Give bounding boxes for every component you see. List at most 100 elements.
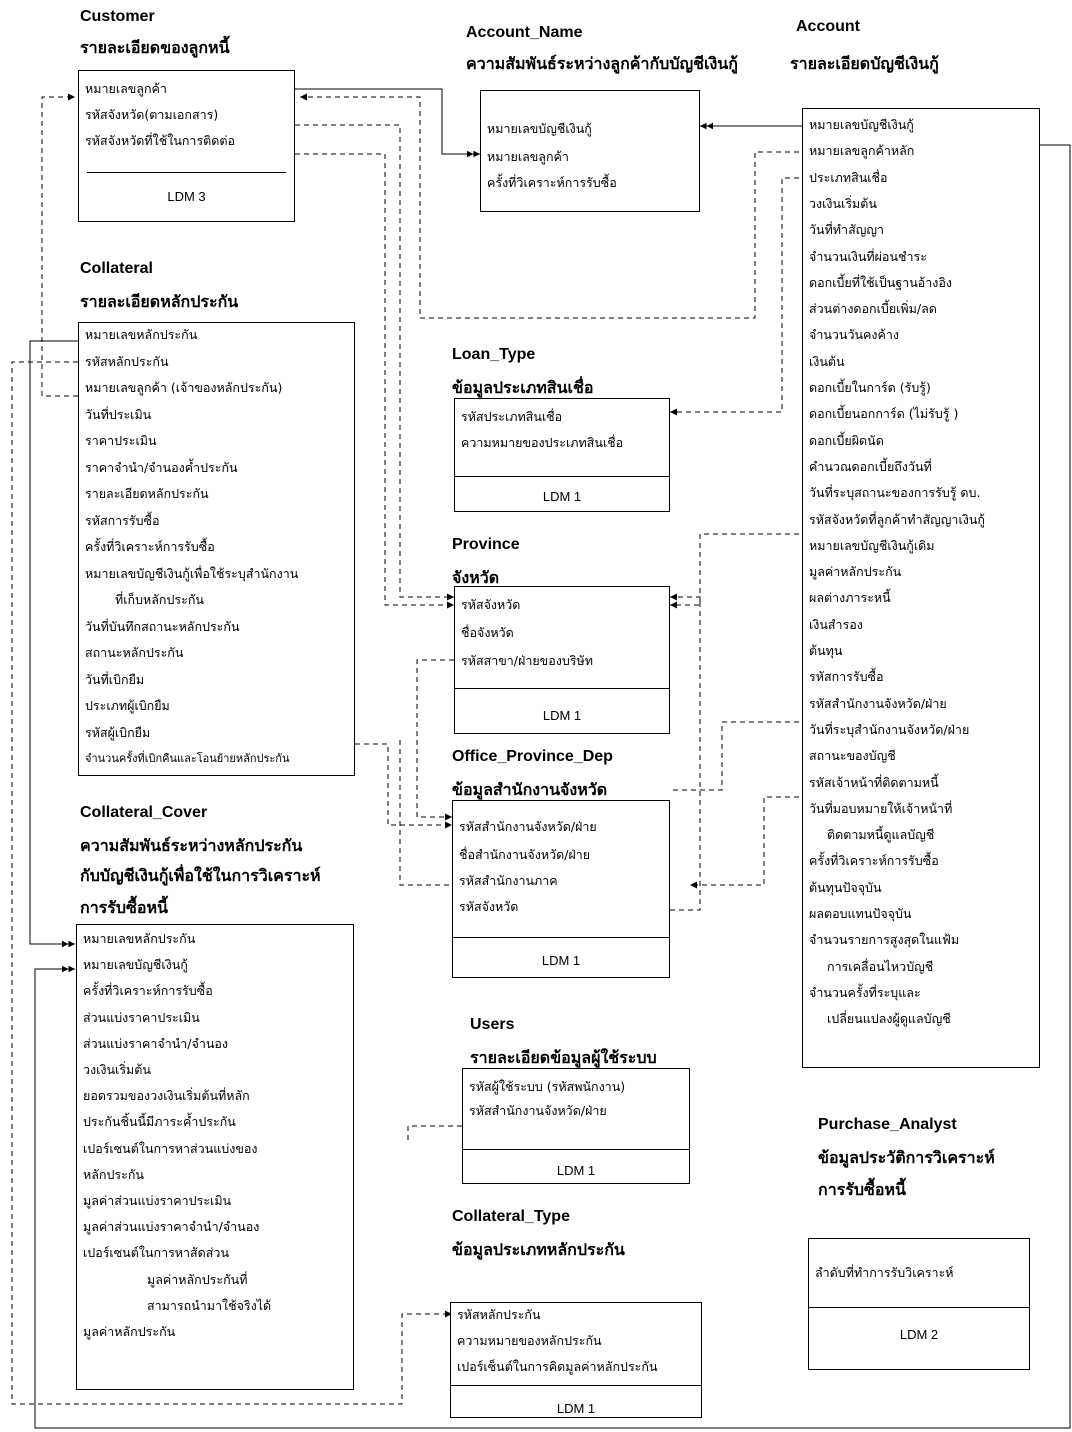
attr: รหัสผู้เบิกยืม (85, 724, 151, 740)
attr: รหัสจังหวัดที่ใช้ในการติดต่อ (85, 133, 236, 148)
attr: จำนวนเงินที่ผ่อนชำระ (809, 248, 927, 264)
entity-desc-office: ข้อมูลสำนักงานจังหวัด (452, 780, 608, 799)
attr: วงเงินเริ่มต้น (809, 195, 877, 211)
entity-desc-collateral-cover-3: การรับซื้อหนี้ (80, 898, 168, 917)
entity-desc-collateral: รายละเอียดหลักประกัน (80, 292, 239, 311)
attr: ดอกเบี้ยในการ์ด (รับรู้) (809, 380, 931, 395)
attr: ส่วนแบ่งราคาจำนำ/จำนอง (83, 1035, 229, 1051)
attr: หมายเลขลูกค้า (85, 81, 167, 96)
entity-box-account-name[interactable]: หมายเลขบัญชีเงินกู้ หมายเลขลูกค้า ครั้งท… (480, 90, 700, 212)
attr: ลำดับที่ทำการรับวิเคราะห์ (815, 1265, 954, 1280)
attr: รหัสจังหวัด (461, 597, 521, 612)
attr: เปอร์เซนต์ในการหาส่วนแบ่งของ (83, 1140, 258, 1156)
ldm-label: LDM 1 (556, 1401, 596, 1416)
attr: ครั้งที่วิเคราะห์การรับซื้อ (85, 539, 215, 554)
attr: รหัสสำนักงานภาค (459, 873, 558, 888)
entity-box-customer[interactable]: หมายเลขลูกค้า รหัสจังหวัด(ตามเอกสาร) รหั… (78, 70, 295, 222)
attr: ส่วนแบ่งราคาประเมิน (83, 1009, 200, 1025)
attr: ดอกเบี้ยนอกการ์ด (ไม่รับรู้ ) (809, 406, 959, 422)
entity-title-users: Users (470, 1016, 515, 1033)
rel-account-province (670, 533, 808, 609)
attr: วันที่ระบุสถานะของการรับรู้ ดบ. (809, 485, 981, 501)
entity-box-account[interactable]: หมายเลขบัญชีเงินกู้หมายเลขลูกค้าหลักประเ… (802, 108, 1040, 1068)
attr: วันที่ทำสัญญา (809, 222, 885, 238)
attr: รหัสสำนักงานจังหวัด/ฝ่าย (469, 1103, 607, 1118)
entity-box-collateral[interactable]: หมายเลขหลักประกันรหัสหลักประกันหมายเลขลู… (78, 322, 355, 776)
attr: รหัสเจ้าหน้าที่ติดตามหนี้ (809, 774, 939, 790)
attr: รหัสจังหวัดที่ลูกค้าทำสัญญาเงินกู้ (809, 511, 985, 527)
attr: หมายเลขบัญชีเงินกู้เพื่อใช้ระบุสำนักงาน (85, 565, 299, 581)
attr: หมายเลขบัญชีเงินกู้ (809, 117, 914, 132)
entity-desc-purchase-analyst-2: การรับซื้อหนี้ (818, 1180, 906, 1199)
rel-accountname-customer (300, 93, 808, 319)
entity-box-loan-type[interactable]: รหัสประเภทสินเชื่อ ความหมายของประเภทสินเ… (454, 398, 670, 512)
rel-account-loantype (670, 177, 808, 416)
attr: วันที่เบิกยืม (85, 671, 145, 687)
attr: ความหมายของประเภทสินเชื่อ (461, 435, 624, 450)
attr: ประกันชิ้นนี้มีภาระค้ำประกัน (83, 1114, 236, 1130)
attr: ผลตอบแทนปัจจุบัน (809, 906, 912, 921)
attr: ครั้งที่วิเคราะห์การรับซื้อ (487, 175, 617, 190)
rel-account-cover (34, 144, 1071, 1429)
ldm-label: LDM 1 (556, 1163, 596, 1178)
attr: หมายเลขหลักประกัน (85, 327, 198, 342)
attr: ชื่อสำนักงานจังหวัด/ฝ่าย (459, 847, 591, 862)
rel-collateral-customer (41, 93, 78, 397)
entity-box-office[interactable]: รหัสสำนักงานจังหวัด/ฝ่าย ชื่อสำนักงานจัง… (452, 800, 670, 978)
attr: เปอร์เซนต์ในการหาสัดส่วน (83, 1245, 229, 1261)
entity-desc-collateral-type: ข้อมูลประเภทหลักประกัน (452, 1240, 625, 1259)
entity-box-users[interactable]: รหัสผู้ใช้ระบบ (รหัสพนักงาน) รหัสสำนักงา… (462, 1068, 690, 1184)
attr: รหัสจังหวัด (459, 899, 519, 914)
rel-customer-province-2 (295, 153, 454, 609)
attr: รหัสสาขา/ฝ่ายของบริษัท (461, 653, 593, 668)
entity-title-collateral-cover: Collateral_Cover (80, 804, 208, 821)
attr: เงินต้น (809, 353, 845, 369)
attr: รหัสประเภทสินเชื่อ (461, 409, 563, 424)
rel-office-users (399, 740, 462, 889)
attr: ดอกเบี้ยที่ใช้เป็นฐานอ้างอิง (809, 274, 953, 290)
entity-box-purchase-analyst[interactable]: ลำดับที่ทำการรับวิเคราะห์ LDM 2 (808, 1238, 1030, 1370)
entity-desc-collateral-cover-1: ความสัมพันธ์ระหว่างหลักประกัน (80, 836, 303, 855)
rel-collateral-office (355, 743, 452, 829)
entity-desc-collateral-cover-2: กับบัญชีเงินกู้เพื่อใช้ในการวิเคราะห์ (80, 866, 321, 885)
attr: วันที่ระบุสำนักงานจังหวัด/ฝ่าย (809, 721, 970, 737)
attr: รหัสหลักประกัน (85, 353, 169, 369)
attr: ต้นทุนปัจจุบัน (809, 879, 882, 895)
entity-title-province: Province (452, 536, 520, 553)
attr: รหัสการรับซื้อ (809, 669, 884, 685)
rel-users-office (407, 1125, 462, 1140)
attr: หมายเลขบัญชีเงินกู้เดิม (809, 537, 935, 553)
attr: หมายเลขลูกค้าหลัก (809, 143, 915, 159)
attr: มูลค่าหลักประกันที่ (147, 1271, 248, 1287)
entity-title-customer: Customer (80, 8, 155, 25)
entity-box-collateral-type[interactable]: รหัสหลักประกัน ความหมายของหลักประกัน เปอ… (450, 1302, 702, 1418)
entity-title-account: Account (796, 18, 860, 35)
attr: สามารถนำมาใช้จริงได้ (147, 1297, 272, 1313)
entity-box-collateral-cover[interactable]: หมายเลขหลักประกันหมายเลขบัญชีเงินกู้ครั้… (76, 924, 354, 1390)
ldm-label: LDM 1 (542, 489, 582, 504)
attr: ครั้งที่วิเคราะห์การรับซื้อ (809, 853, 939, 869)
attr: เปลี่ยนแปลงผู้ดูแลบัญชี (827, 1011, 951, 1027)
entity-desc-loan-type: ข้อมูลประเภทสินเชื่อ (452, 378, 594, 397)
divider (87, 172, 286, 173)
attr: วันที่บันทึกสถานะหลักประกัน (85, 618, 240, 634)
divider (455, 476, 669, 477)
divider (455, 688, 669, 689)
attr: หมายเลขลูกค้า (487, 149, 569, 164)
ldm-label: LDM 1 (542, 708, 582, 723)
entity-box-province[interactable]: รหัสจังหวัด ชื่อจังหวัด รหัสสาขา/ฝ่ายของ… (454, 586, 670, 734)
entity-title-collateral-type: Collateral_Type (452, 1208, 570, 1225)
attr: หมายเลขบัญชีเงินกู้ (83, 957, 188, 973)
attr: หลักประกัน (83, 1166, 144, 1182)
attr: จำนวนครั้งที่ระบุและ (809, 984, 921, 1000)
entity-desc-account-name: ความสัมพันธ์ระหว่างลูกค้ากับบัญชีเงินกู้ (466, 54, 738, 73)
divider (809, 1307, 1029, 1308)
entity-title-collateral: Collateral (80, 260, 153, 277)
ldm-label: LDM 2 (899, 1327, 939, 1342)
attr: มูลค่าหลักประกัน (809, 564, 902, 580)
attr: การเคลื่อนไหวบัญชี (827, 958, 934, 974)
attr: รหัสหลักประกัน (457, 1307, 541, 1322)
attr: รหัสจังหวัด(ตามเอกสาร) (85, 107, 219, 122)
attr: ชื่อจังหวัด (461, 625, 514, 640)
entity-desc-account: รายละเอียดบัญชีเงินกู้ (790, 54, 939, 73)
